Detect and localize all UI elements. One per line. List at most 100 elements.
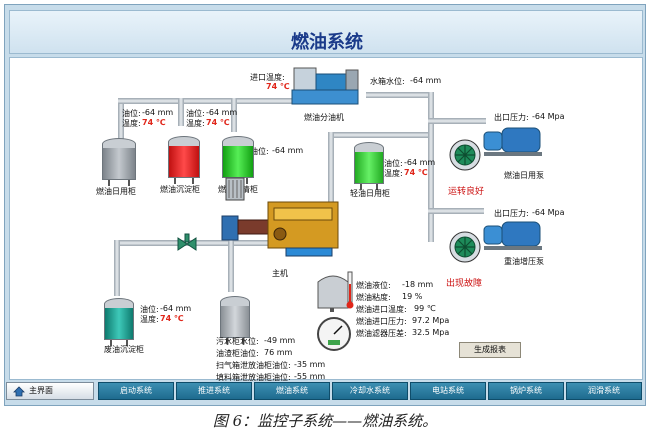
page-title: 燃油系统 bbox=[291, 32, 363, 53]
reading-label: 污水柜水位: bbox=[216, 337, 259, 346]
reading-label: 燃油液位: bbox=[356, 281, 391, 290]
pump-pressure-value: -64 Mpa bbox=[532, 112, 565, 121]
pipe-segment bbox=[178, 98, 184, 126]
tab-startup[interactable]: 启动系统 bbox=[98, 382, 174, 400]
home-icon bbox=[13, 386, 25, 397]
valve-icon bbox=[177, 233, 197, 251]
pump-pressure-label: 出口压力: bbox=[494, 113, 529, 122]
tank-level-label: 水箱水位: bbox=[370, 77, 405, 86]
reading-value: -35 mm bbox=[294, 360, 326, 369]
tab-main[interactable]: 主界面 bbox=[6, 382, 94, 400]
tank-legs bbox=[110, 340, 128, 346]
pump-status: 出现故障 bbox=[446, 279, 483, 289]
tank-fill bbox=[222, 146, 254, 178]
tank-level-label: 油位: bbox=[122, 109, 141, 118]
pipe-segment bbox=[231, 98, 237, 132]
reading-label: 油渣柜油位: bbox=[216, 349, 259, 358]
reading-value: 19 % bbox=[402, 292, 423, 301]
inlet-temp-label: 进口温度: bbox=[250, 73, 285, 82]
tank-temp-label: 温度: bbox=[140, 315, 159, 324]
main-engine-icon bbox=[221, 201, 339, 257]
reading-value: 97.2 Mpa bbox=[412, 316, 450, 325]
tank-temp-value: 74 ℃ bbox=[404, 168, 428, 177]
tank-temp-label: 温度: bbox=[384, 169, 403, 178]
tab-lubrication[interactable]: 润滑系统 bbox=[566, 382, 642, 400]
reading-value: -49 mm bbox=[264, 336, 296, 345]
pump-motor-icon bbox=[483, 221, 542, 250]
tank-fill bbox=[104, 308, 134, 340]
tab-power[interactable]: 电站系统 bbox=[410, 382, 486, 400]
pipe-segment bbox=[118, 98, 296, 104]
reading-value: 76 mm bbox=[264, 348, 293, 357]
fuel-filter-tank bbox=[222, 136, 254, 184]
fan-icon bbox=[449, 231, 481, 263]
pump-status: 运转良好 bbox=[448, 187, 485, 197]
tank-name: 轻油日用柜 bbox=[350, 189, 390, 198]
reading-value: 99 ℃ bbox=[414, 304, 436, 313]
reading-label: 燃油滤器压差: bbox=[356, 329, 407, 338]
reading-label: 燃油进口温度: bbox=[356, 305, 407, 314]
tank-temp-label: 温度: bbox=[122, 119, 141, 128]
tab-boiler[interactable]: 锅炉系统 bbox=[488, 382, 564, 400]
pipe-segment bbox=[330, 132, 428, 138]
tank-level-label: 油位: bbox=[186, 109, 205, 118]
reading-value: -55 mm bbox=[294, 372, 326, 381]
tank-fill bbox=[102, 148, 136, 180]
tank-fill bbox=[354, 152, 384, 184]
tank-temp-value: 74 ℃ bbox=[206, 118, 230, 127]
title-bar: 燃油系统 bbox=[9, 10, 643, 54]
generate-report-button[interactable]: 生成报表 bbox=[459, 342, 521, 358]
tab-cooling[interactable]: 冷却水系统 bbox=[332, 382, 408, 400]
fuel-level-tank-icon bbox=[317, 275, 349, 312]
tank-level-label: 油位: bbox=[250, 147, 269, 156]
monitor-window: 燃油系统 进口温度: 74 ℃ 燃油分油机 水箱水位: -64 mm 油位: -… bbox=[4, 4, 646, 406]
pipe-segment bbox=[228, 240, 234, 292]
tank-temp-value: 74 ℃ bbox=[142, 118, 166, 127]
filter-unit-icon bbox=[225, 177, 245, 201]
tank-level-label: 油位: bbox=[140, 305, 159, 314]
tank-name: 燃油日用柜 bbox=[96, 187, 136, 196]
fuel-daily-tank bbox=[102, 138, 136, 186]
light-oil-daily-tank bbox=[354, 142, 384, 190]
reading-label: 填料箱泄放油柜油位: bbox=[216, 373, 291, 382]
figure-caption: 图 6：监控子系统——燃油系统。 bbox=[212, 412, 438, 430]
thermometer-icon bbox=[346, 271, 354, 309]
reading-label: 燃油粘度: bbox=[356, 293, 391, 302]
pipe-segment bbox=[114, 240, 120, 296]
pipe-segment bbox=[428, 208, 484, 214]
pipe-segment bbox=[428, 92, 434, 242]
pipe-segment bbox=[118, 100, 124, 144]
tank-temp-value: 74 ℃ bbox=[160, 314, 184, 323]
separator-unit-icon bbox=[291, 67, 359, 105]
pump-pressure-value: -64 Mpa bbox=[532, 208, 565, 217]
sludge-tank bbox=[220, 296, 250, 344]
pipe-segment bbox=[328, 132, 334, 232]
reading-value: -18 mm bbox=[402, 280, 434, 289]
tank-name: 燃油沉淀柜 bbox=[160, 185, 200, 194]
tank-temp-label: 温度: bbox=[186, 119, 205, 128]
fuel-settling-tank bbox=[168, 136, 200, 184]
pressure-gauge-icon bbox=[317, 317, 351, 351]
reading-label: 燃油进口压力: bbox=[356, 317, 407, 326]
inlet-temp-value: 74 ℃ bbox=[266, 82, 290, 91]
tank-level-value: -64 mm bbox=[410, 76, 442, 85]
waste-oil-tank bbox=[104, 298, 134, 346]
reading-value: 32.5 Mpa bbox=[412, 328, 450, 337]
tank-level-value: -64 mm bbox=[404, 158, 436, 167]
pipe-segment bbox=[428, 118, 486, 124]
tank-legs bbox=[226, 338, 244, 344]
tab-fuel[interactable]: 燃油系统 bbox=[254, 382, 330, 400]
tank-level-value: -64 mm bbox=[206, 108, 238, 117]
tank-legs bbox=[108, 180, 130, 186]
pump-motor-icon bbox=[483, 127, 542, 156]
pipe-segment bbox=[114, 240, 284, 246]
tab-label: 主界面 bbox=[29, 386, 53, 395]
pump-pressure-label: 出口压力: bbox=[494, 209, 529, 218]
tank-level-label: 油位: bbox=[384, 159, 403, 168]
system-tab-bar: 主界面 启动系统 推进系统 燃油系统 冷却水系统 电站系统 锅炉系统 润滑系统 bbox=[6, 382, 644, 402]
fan-icon bbox=[449, 139, 481, 171]
pump-name: 燃油日用泵 bbox=[504, 171, 544, 180]
tab-propulsion[interactable]: 推进系统 bbox=[176, 382, 252, 400]
engine-name: 主机 bbox=[272, 269, 288, 278]
tank-fill bbox=[168, 146, 200, 178]
